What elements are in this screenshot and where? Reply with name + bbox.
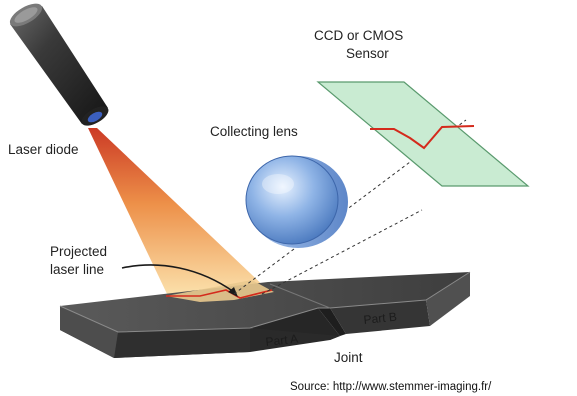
sensor-label-line1: CCD or CMOS bbox=[314, 28, 403, 43]
laser-diode-label: Laser diode bbox=[8, 142, 79, 157]
source-caption: Source: http://www.stemmer-imaging.fr/ bbox=[290, 381, 492, 393]
collecting-lens-label: Collecting lens bbox=[210, 124, 298, 139]
optical-path-lower bbox=[261, 209, 423, 295]
workpiece bbox=[59, 271, 471, 358]
laser-beam bbox=[88, 128, 270, 296]
joint-label: Joint bbox=[334, 350, 363, 365]
label-arrow bbox=[121, 264, 235, 293]
part-a-label: Part A bbox=[265, 332, 299, 349]
projected-laser-line bbox=[166, 280, 274, 302]
part-b-label: Part B bbox=[363, 310, 398, 327]
projected-label-line2: laser line bbox=[50, 262, 104, 277]
label-arrowhead bbox=[228, 287, 238, 297]
collecting-lens-icon bbox=[245, 155, 348, 248]
sensor-label-line2: Sensor bbox=[346, 46, 389, 61]
laser-diode-icon bbox=[9, 3, 109, 126]
sensor-plate-icon bbox=[316, 81, 530, 187]
projected-label-line1: Projected bbox=[50, 244, 107, 259]
sensor-profile-line bbox=[370, 125, 475, 150]
